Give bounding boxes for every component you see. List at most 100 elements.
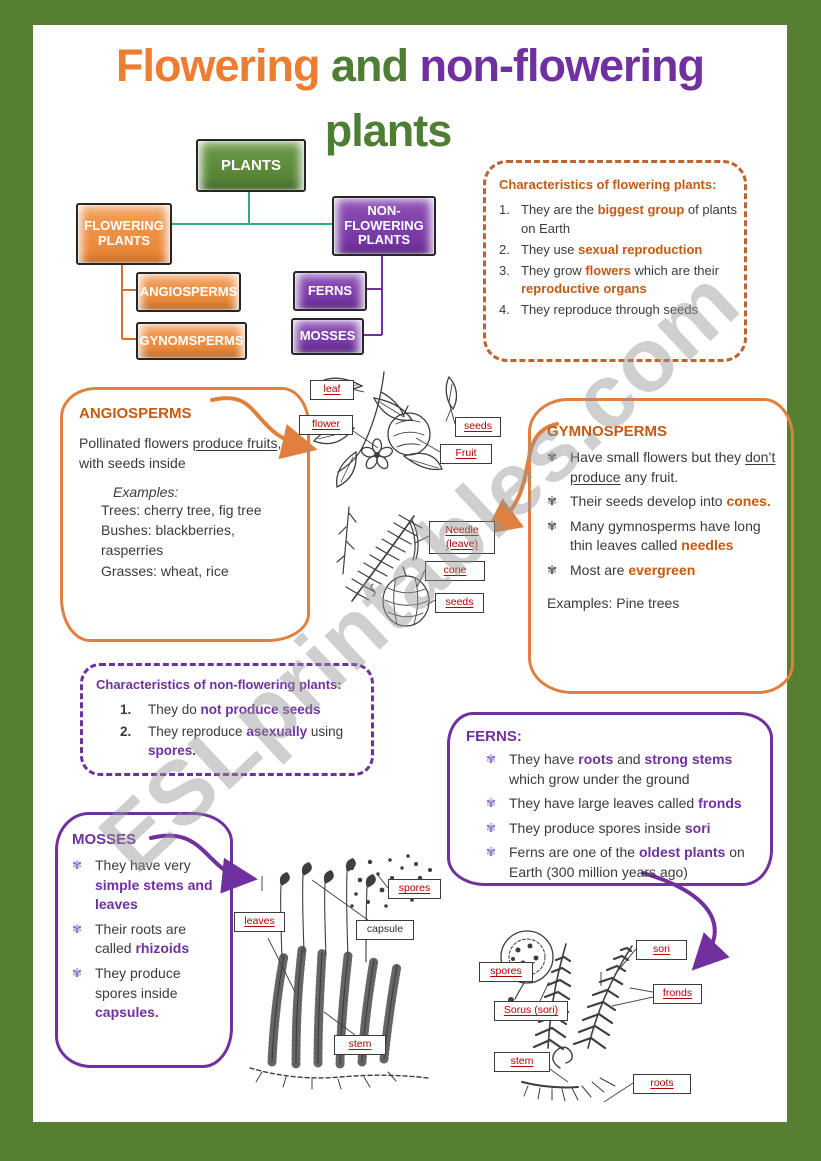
- text-segment: of plants on Earth: [521, 202, 738, 236]
- bullet-text: They produce spores inside capsules.: [95, 964, 220, 1023]
- gymnosperms-title: GYMNOSPERMS: [547, 423, 668, 440]
- tree-node-flowering-plants: FLOWERING PLANTS: [76, 203, 172, 265]
- text-segment: Many gymnosperms have long thin leaves c…: [570, 517, 761, 554]
- text-segment: and: [613, 751, 645, 767]
- text-segment: don’t produce: [570, 449, 776, 485]
- bullet-text: Their seeds develop into cones.: [570, 492, 771, 512]
- text-segment: Ferns are one of the: [509, 844, 639, 861]
- bullet-item: ✾Most are evergreen: [547, 561, 779, 581]
- label-fronds: fronds: [653, 984, 702, 1004]
- list-item: 2.They use sexual reproduction: [499, 241, 738, 260]
- list-item: 1.They are the biggest group of plants o…: [499, 201, 738, 239]
- text-segment: flowers: [585, 262, 631, 278]
- list-item: 2. They reproduce asexually using spores.: [120, 722, 363, 761]
- list-text: They reproduce through seeds: [521, 301, 698, 320]
- text-segment: They use: [521, 241, 579, 257]
- text-segment: Their roots are called: [95, 920, 187, 957]
- bullet-item: ✾ Many gymnosperms have long thin leaves …: [547, 517, 779, 556]
- title-word-flowering: Flowering: [116, 40, 320, 91]
- text-segment: simple stems and leaves: [95, 876, 213, 913]
- label-roots: roots: [633, 1074, 691, 1094]
- flower-bullet-icon: ✾: [486, 796, 497, 811]
- label-flower: flower: [299, 415, 353, 435]
- tree-node-angiosperms: ANGIOSPERMS: [136, 272, 241, 312]
- text-segment: which grow under the ground: [509, 770, 690, 787]
- text-segment: sexual reproduction: [578, 241, 703, 257]
- text-segment: evergreen: [628, 561, 696, 578]
- text-segment: any fruit.: [620, 468, 679, 485]
- ferns-box: FERNS: ✾They have roots and strong stems…: [447, 712, 773, 886]
- bullet-item: ✾Have small flowers but they don’t produ…: [547, 448, 779, 487]
- tree-node-ferns: FERNS: [293, 271, 367, 311]
- tree-node-mosses: MOSSES: [291, 318, 364, 355]
- mosses-box: MOSSES ✾ They have very simple stems and …: [55, 812, 233, 1068]
- bullet-item: ✾Ferns are one of the oldest plants on E…: [486, 843, 756, 882]
- text-segment: They have very: [95, 857, 191, 873]
- bullet-text: Most are evergreen: [570, 561, 695, 581]
- bullet-text: Have small flowers but they don’t produc…: [570, 448, 779, 487]
- list-text: They do not produce seeds: [148, 700, 321, 720]
- list-item: 3.They grow flowers which are their repr…: [499, 262, 738, 300]
- bullet-item: ✾They produce spores inside capsules.: [72, 964, 220, 1023]
- list-item: 4. They reproduce through seeds: [499, 301, 738, 320]
- text-segment: strong stems: [644, 751, 733, 767]
- tree-node-gynomsperms: GYNOMSPERMS: [136, 322, 247, 360]
- text-segment: Most are: [570, 561, 629, 578]
- flowering-characteristics-box: Characteristics of flowering plants: 1.T…: [483, 160, 747, 362]
- angiosperms-title: ANGIOSPERMS: [79, 405, 192, 422]
- text-segment: Pollinated flowers: [79, 435, 193, 451]
- bullet-item: ✾They have large leaves called fronds: [486, 794, 756, 814]
- text-segment: Have small flowers but they: [570, 449, 746, 465]
- bullet-item: ✾ They have very simple stems and leaves: [72, 856, 220, 915]
- text-segment: asexually: [246, 723, 308, 739]
- mosses-title: MOSSES: [72, 831, 137, 848]
- text-segment: which are their: [630, 262, 719, 278]
- text-segment: not produce seeds: [200, 702, 321, 717]
- bullet-item: ✾ Their seeds develop into cones.: [547, 492, 779, 512]
- list-text: They use sexual reproduction: [521, 241, 702, 260]
- list-number: 4.: [499, 302, 510, 318]
- label-seeds-conifer: seeds: [435, 593, 484, 613]
- text-segment: spores.: [148, 743, 197, 759]
- page-title-line2: plants: [324, 105, 453, 156]
- text-segment: rhizoids: [135, 940, 190, 957]
- label-spores-fern: spores: [479, 962, 533, 982]
- flower-bullet-icon: ✾: [547, 494, 558, 509]
- label-leaf: leaf: [310, 380, 354, 400]
- bullet-item: ✾ Their roots are called rhizoids: [72, 920, 220, 959]
- label-sori: sori: [636, 940, 687, 960]
- text-segment: roots: [578, 751, 614, 767]
- gymnosperms-box: GYMNOSPERMS ✾Have small flowers but they…: [528, 398, 794, 694]
- example-line: Trees: cherry tree, fig tree: [101, 501, 262, 518]
- text-segment: They have: [509, 751, 579, 767]
- text-segment: cones.: [726, 493, 771, 510]
- angiosperms-paragraph: Pollinated flowers produce fruits, with …: [79, 434, 293, 474]
- flower-bullet-icon: ✾: [486, 845, 497, 860]
- flower-bullet-icon: ✾: [72, 921, 83, 936]
- list-text: They grow flowers which are their reprod…: [521, 262, 738, 300]
- flower-bullet-icon: ✾: [547, 518, 558, 533]
- tree-node-plants: PLANTS: [196, 139, 306, 192]
- page-title-line1: Flowering and non-flowering: [40, 40, 780, 92]
- flower-bullet-icon: ✾: [72, 858, 83, 872]
- label-stem-fern: stem: [494, 1052, 550, 1072]
- gymnosperms-examples: Examples: Pine trees: [547, 594, 680, 611]
- list-number: 2.: [120, 723, 132, 739]
- text-segment: sori: [684, 819, 711, 836]
- text-segment: Their seeds develop into: [570, 493, 727, 510]
- ferns-title: FERNS:: [466, 728, 522, 745]
- label-needle: Needle (leave): [429, 521, 495, 555]
- flowering-characteristics-title: Characteristics of flowering plants:: [499, 177, 717, 192]
- label-leaves: leaves: [234, 912, 285, 932]
- example-line: rasperries: [101, 542, 164, 559]
- label-spores-moss: spores: [388, 879, 441, 899]
- bullet-item: ✾They have roots and strong stems which …: [486, 750, 756, 789]
- text-segment: They have large leaves called: [509, 795, 699, 812]
- list-text: They reproduce asexually using spores.: [148, 722, 363, 761]
- angiosperms-box: ANGIOSPERMS Pollinated flowers produce f…: [60, 387, 310, 642]
- text-segment: They produce spores inside: [509, 819, 685, 836]
- text-segment: capsules.: [95, 1004, 159, 1021]
- text-segment: They reproduce: [148, 723, 247, 739]
- title-word-nonflowering: non-flowering: [419, 40, 705, 91]
